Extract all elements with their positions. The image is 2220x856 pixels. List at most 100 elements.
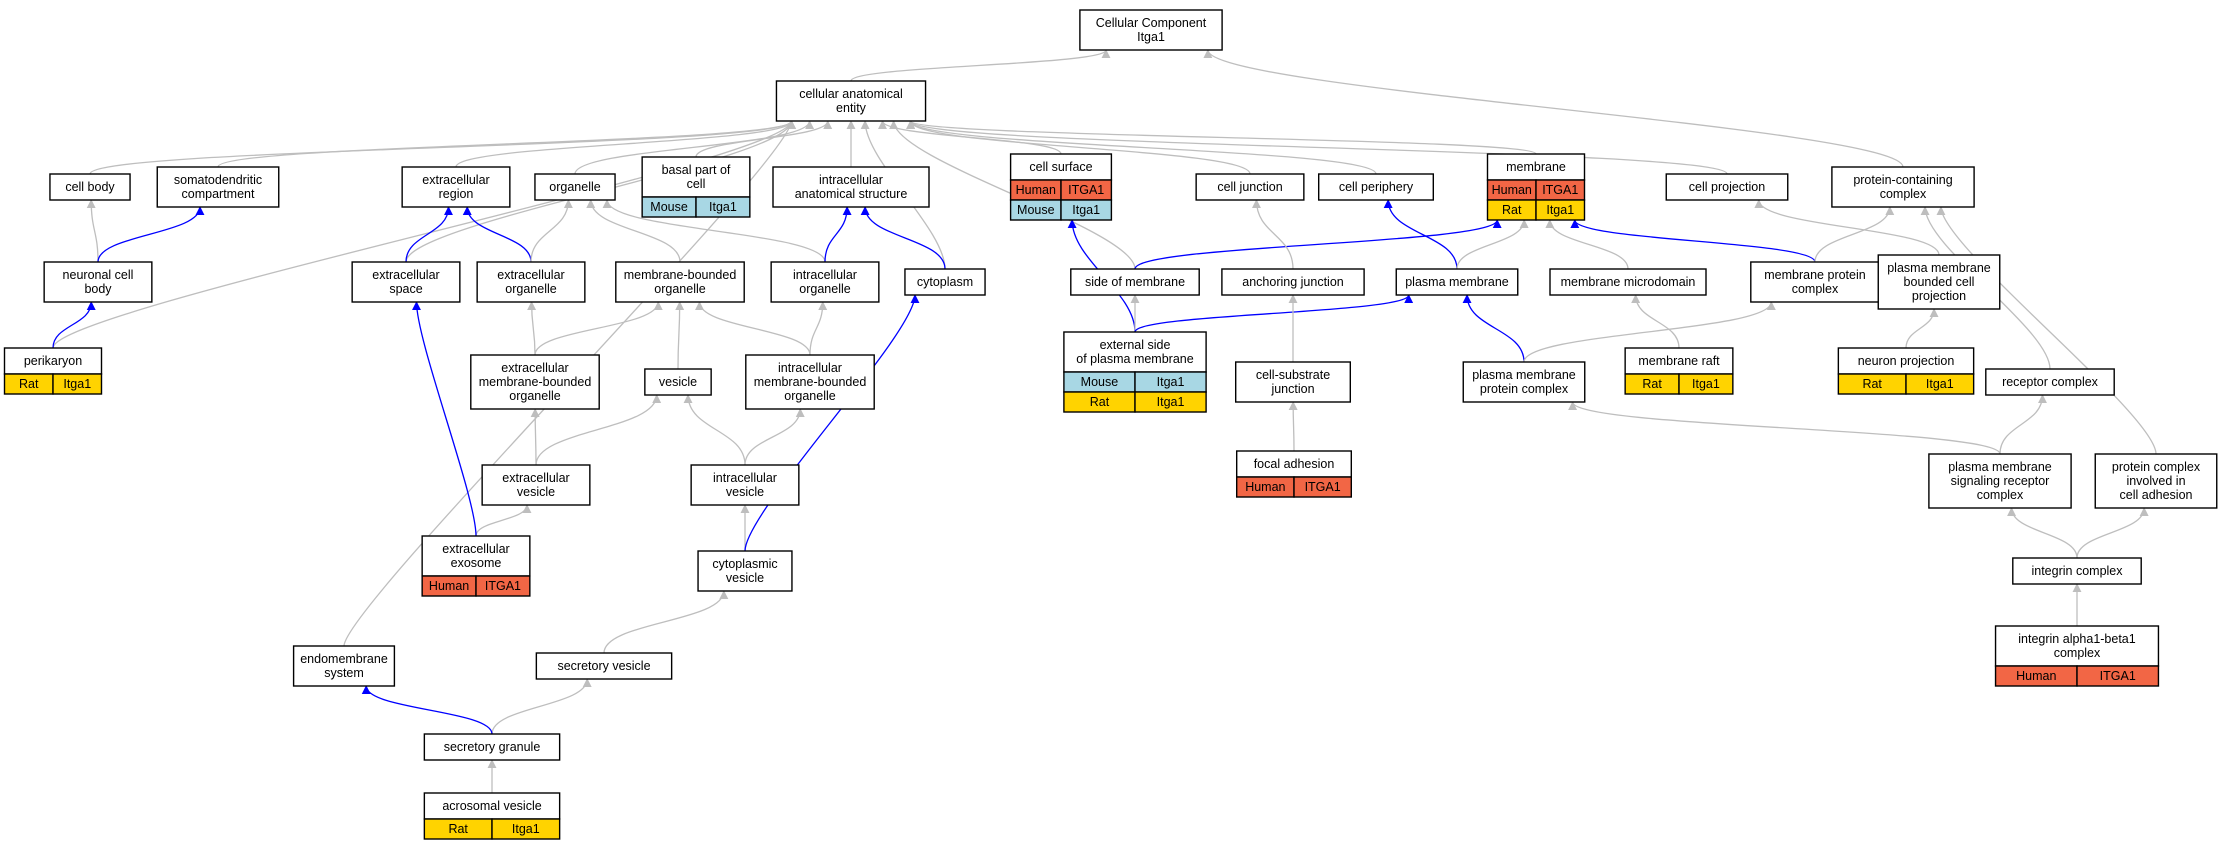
annotation-species: Mouse	[650, 200, 688, 214]
edge-extves-to-embo	[530, 408, 540, 466]
node-box	[43, 261, 153, 303]
node-label: cell junction	[1217, 180, 1282, 194]
edge-extspace-to-extreg	[405, 206, 454, 263]
node-box	[1837, 347, 1975, 375]
node-label: membrane-bounded	[624, 268, 737, 282]
annotation-gene: Itga1	[709, 200, 737, 214]
node-label: intracellular	[778, 361, 842, 375]
node-label: exosome	[451, 556, 502, 570]
edge-secves-to-cytves	[603, 590, 729, 654]
edge-integrin-to-pcica	[2076, 507, 2149, 559]
annotation-cell	[2076, 665, 2160, 687]
node-box	[772, 166, 930, 208]
node-box	[2094, 453, 2218, 509]
node-label: cell periphery	[1339, 180, 1414, 194]
edge-neuproj-to-pmbcp	[1905, 308, 1939, 349]
node-label: organelle	[509, 389, 560, 403]
node-label: body	[84, 282, 112, 296]
node-box	[49, 173, 131, 201]
node-box	[1462, 361, 1586, 403]
node-label: basal part of	[662, 163, 731, 177]
node-label: extracellular	[422, 173, 489, 187]
node-box	[1665, 173, 1789, 201]
node-label: Itga1	[1137, 30, 1165, 44]
edge-cytoplasm-to-ias	[860, 206, 946, 270]
node-box	[745, 354, 875, 410]
node-label: neuron projection	[1858, 354, 1955, 368]
node-box	[1877, 254, 2001, 310]
annotation-species: Human	[429, 579, 469, 593]
edge-perikaryon-to-cae	[52, 120, 796, 349]
edge-pcc-to-root	[1203, 49, 1904, 168]
node-label: plasma membrane	[1948, 460, 2052, 474]
node-label: membrane-bounded	[479, 375, 592, 389]
node-label: involved in	[2126, 474, 2185, 488]
annotation-species: Rat	[19, 377, 39, 391]
node-label: protein-containing	[1853, 173, 1952, 187]
node-label: vesicle	[726, 571, 764, 585]
node-label: secretory granule	[444, 740, 541, 754]
node-label: plasma membrane	[1887, 261, 1991, 275]
node-box	[1234, 361, 1351, 403]
node-box	[1395, 268, 1519, 296]
node-box	[1221, 268, 1365, 296]
node-label: cell projection	[1689, 180, 1765, 194]
node-receptor: receptor complex	[1985, 368, 2115, 396]
node-box	[423, 792, 561, 820]
node-label: organelle	[505, 282, 556, 296]
edge-pcica-to-pcc	[1936, 206, 2157, 455]
annotation-cell	[1134, 391, 1207, 413]
edge-imbo-to-intorg	[809, 301, 828, 356]
edge-memraft-to-memmicro	[1631, 294, 1680, 349]
edge-cellproj-to-cae	[906, 120, 1728, 175]
edge-exosome-to-extspace	[411, 301, 477, 537]
node-label: Cellular Component	[1096, 16, 1207, 30]
edge-pm-to-membrane	[1456, 219, 1529, 270]
annotation-species: Mouse	[1017, 203, 1055, 217]
node-label: protein complex	[2112, 460, 2201, 474]
node-label: perikaryon	[24, 354, 82, 368]
edge-organelle-to-cae	[574, 120, 815, 175]
node-label: system	[324, 666, 364, 680]
edge-cae-to-root	[850, 49, 1111, 82]
node-label: membrane-bounded	[754, 375, 867, 389]
node-label: of plasma membrane	[1076, 352, 1193, 366]
node-box	[1985, 368, 2115, 396]
node-label: complex	[1792, 282, 1839, 296]
edge-intves-to-imbo	[744, 408, 805, 466]
node-label: extracellular	[501, 361, 568, 375]
node-label: membrane microdomain	[1561, 275, 1696, 289]
node-cytoplasm: cytoplasm	[904, 268, 986, 296]
node-box	[351, 261, 461, 303]
node-box	[1079, 9, 1223, 51]
node-box	[1070, 268, 1200, 296]
node-box	[615, 261, 745, 303]
node-box	[156, 166, 280, 208]
edge-pmsrc-to-receptor	[1999, 394, 2048, 455]
node-label: cell surface	[1029, 160, 1092, 174]
edge-ncb-to-cellbody	[86, 199, 99, 263]
annotation-species: Human	[1245, 480, 1285, 494]
node-box	[421, 535, 531, 577]
annotation-gene: ITGA1	[1068, 183, 1104, 197]
edge-intves-to-vesicle	[683, 394, 746, 466]
edge-extside-to-pm	[1134, 294, 1414, 333]
annotation-gene: ITGA1	[1542, 183, 1578, 197]
node-box	[697, 550, 793, 592]
node-label: plasma membrane	[1405, 275, 1509, 289]
node-label: membrane	[1506, 160, 1566, 174]
node-box	[1195, 173, 1305, 201]
